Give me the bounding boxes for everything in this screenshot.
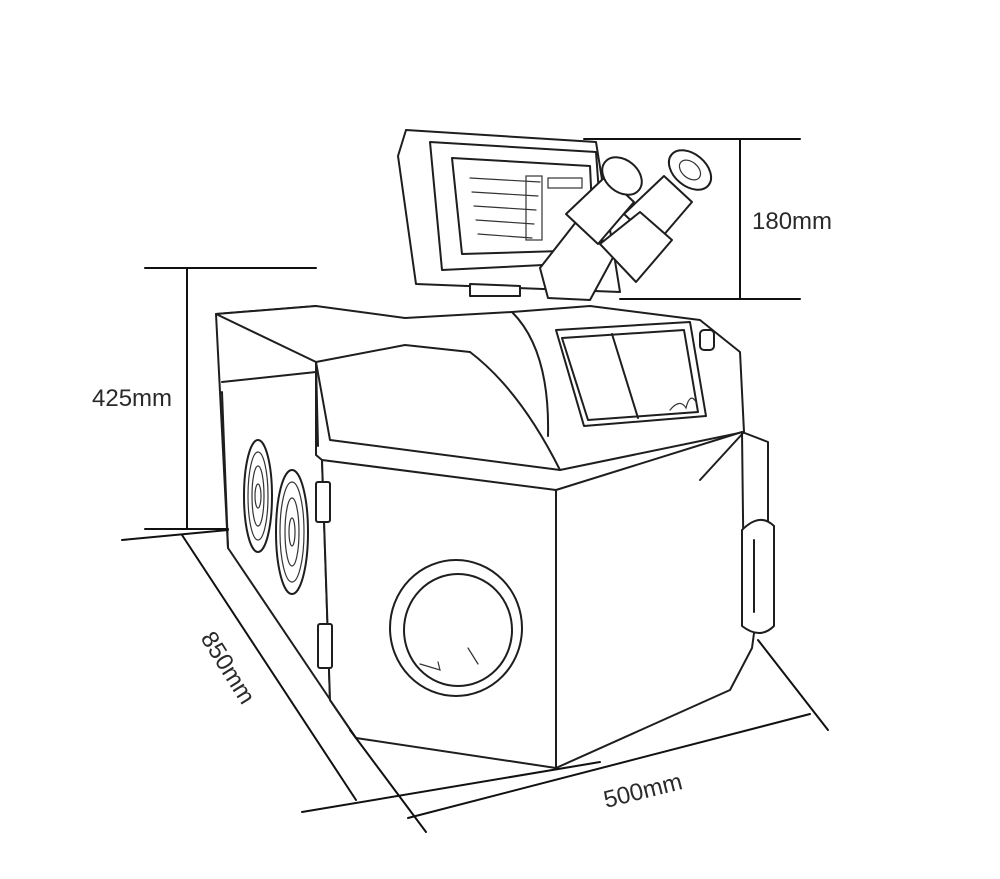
microscope-eyepieces [539,149,713,301]
viewing-port [389,559,523,697]
dimension-label-425mm: 425mm [92,385,172,412]
side-handle-bottom [317,623,333,669]
side-handle-top [315,481,331,523]
dimension-label-500mm: 500mm [601,768,685,814]
dimension-label-180mm: 180mm [752,208,832,235]
dimension-lines [121,138,829,833]
top-knob [699,329,715,351]
cooling-fan-left [243,439,273,553]
side-knob [741,519,775,634]
cooling-fan-right [275,469,309,595]
right-cabinet [555,431,769,769]
welder-machine-illustration [215,129,775,769]
top-window [555,321,707,427]
